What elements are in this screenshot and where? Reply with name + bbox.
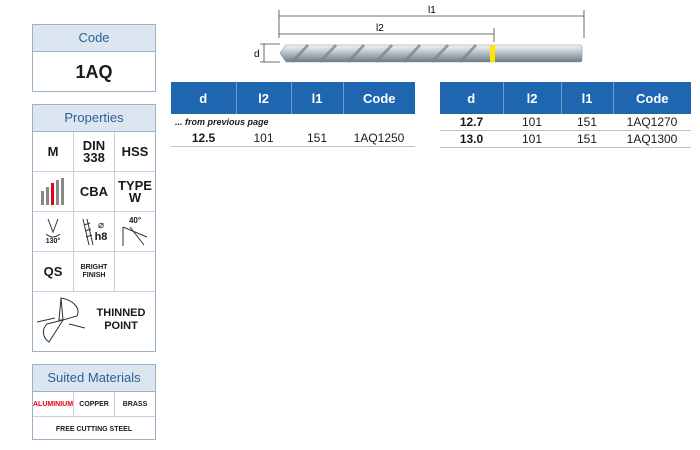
cell-d: 13.0 — [440, 130, 503, 148]
cell-l2: 101 — [503, 114, 561, 131]
properties-grid: M DIN 338 HSS CBA TYPE W 130° — [33, 132, 155, 292]
cell-l2: 101 — [503, 130, 561, 148]
table-row: 12.5 101 151 1AQ1250 — [171, 130, 415, 147]
property-tolerance-m: M — [33, 132, 74, 172]
cell-code: 1AQ1250 — [343, 130, 415, 147]
code-panel-title: Code — [33, 25, 155, 52]
code-value: 1AQ — [75, 62, 113, 82]
header-code: Code — [342, 82, 415, 114]
cell-d: 12.7 — [440, 114, 503, 131]
shank-tolerance-icon — [82, 218, 94, 245]
point-angle-label: 130° — [45, 237, 61, 245]
cell-l1: 151 — [291, 130, 343, 147]
material-brass: BRASS — [122, 400, 148, 408]
helix-angle-icon — [122, 226, 148, 246]
property-din-338: DIN 338 — [74, 132, 115, 172]
thinned-point-label: THINNED POINT — [96, 307, 146, 332]
header-d: d — [171, 82, 236, 114]
drill-drawing: l1 l2 d — [254, 5, 585, 64]
header-l2: l2 — [235, 82, 291, 114]
continued-note: ... from previous page — [175, 117, 269, 127]
materials-row: ALUMINIUM COPPER BRASS — [33, 392, 155, 417]
property-hss: HSS — [115, 132, 155, 172]
header-d: d — [440, 82, 503, 114]
identification-ring — [490, 45, 495, 62]
header-l1: l1 — [290, 82, 343, 114]
table-row: 12.7 101 151 1AQ1270 — [440, 114, 691, 131]
property-empty — [115, 252, 155, 292]
property-type-w: TYPE W — [115, 172, 155, 212]
diameter-icon: ⌀ — [97, 220, 105, 231]
l2-label: l2 — [376, 23, 384, 34]
suited-materials-panel: Suited Materials ALUMINIUM COPPER BRASS … — [32, 364, 156, 440]
cell-code: 1AQ1270 — [613, 114, 691, 131]
header-l1: l1 — [560, 82, 613, 114]
property-point-angle: 130° — [33, 212, 74, 252]
table-row: 13.0 101 151 1AQ1300 — [440, 130, 691, 148]
cell-l2: 101 — [236, 130, 291, 147]
cell-code: 1AQ1300 — [613, 130, 691, 148]
helix-angle-label: 40° — [128, 216, 142, 225]
header-l2: l2 — [502, 82, 561, 114]
property-length-icon — [33, 172, 74, 212]
property-thinned-point: THINNED POINT — [33, 292, 155, 348]
property-qs: QS — [33, 252, 74, 292]
dimensions-table-left: d l2 l1 Code ... from previous page 12.5… — [171, 82, 415, 147]
property-helix-angle: 40° — [115, 212, 155, 252]
properties-panel: Properties M DIN 338 HSS CBA TYPE W 130° — [32, 104, 156, 352]
point-angle-icon — [45, 218, 61, 237]
cell-l1: 151 — [561, 130, 613, 148]
property-cba: CBA — [74, 172, 115, 212]
thinned-point-icon — [36, 297, 86, 343]
h8-label: h8 — [94, 231, 108, 243]
header-code: Code — [612, 82, 691, 114]
properties-panel-title: Properties — [33, 105, 155, 132]
cell-l1: 151 — [561, 114, 613, 131]
dimensions-table-right: d l2 l1 Code 12.7 101 151 1AQ1270 13.0 1… — [440, 82, 691, 148]
material-copper: COPPER — [74, 392, 116, 416]
material-aluminium: ALUMINIUM — [33, 392, 75, 416]
property-bright-finish: BRIGHT FINISH — [74, 252, 115, 292]
material-free-cutting-steel: FREE CUTTING STEEL — [55, 425, 133, 433]
suited-materials-title: Suited Materials — [33, 365, 155, 392]
code-panel: Code 1AQ — [32, 24, 156, 92]
cell-d: 12.5 — [171, 130, 236, 147]
d-label: d — [254, 49, 260, 60]
l1-label: l1 — [428, 5, 436, 16]
property-tolerance-h8: ⌀ h8 — [74, 212, 115, 252]
